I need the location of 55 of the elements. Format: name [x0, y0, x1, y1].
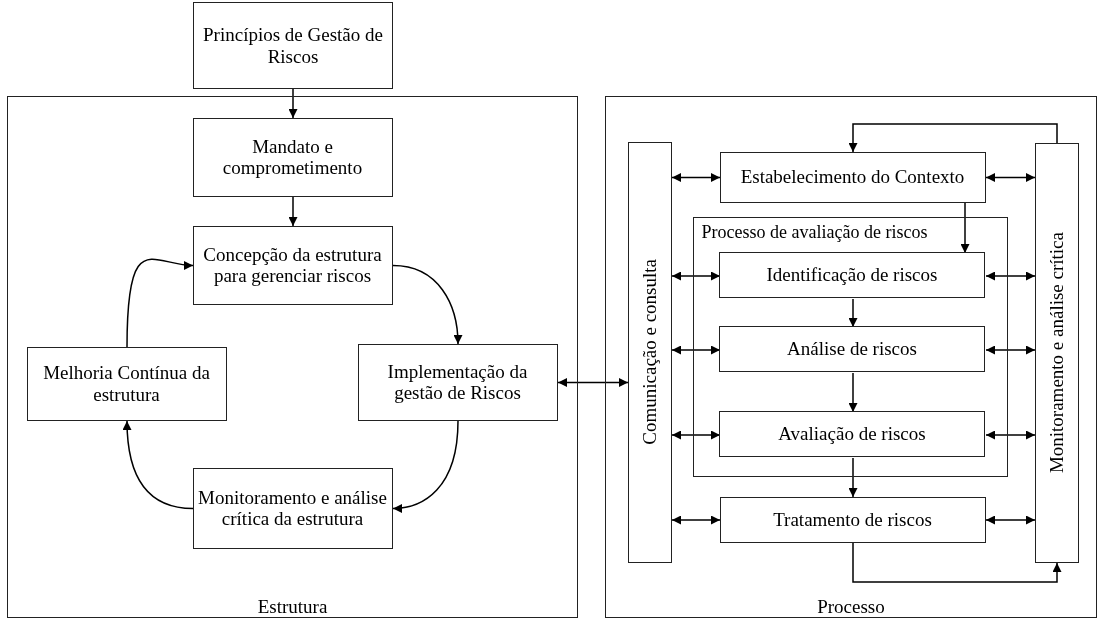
group-box: [692, 216, 1008, 477]
arrow: [985, 515, 1036, 525]
process-box: [26, 346, 227, 421]
process-box: [193, 2, 393, 89]
arrow: [985, 430, 1036, 440]
vertical-box: [627, 141, 672, 563]
group-frame: [7, 96, 578, 618]
vertical-box: [1034, 142, 1079, 563]
arrow: [288, 88, 298, 119]
arrow: [671, 173, 721, 182]
arrow: [671, 271, 721, 281]
box-label: Análise de riscos: [787, 338, 917, 360]
box-label: Monitoramento e análise crítica da estrutura: [198, 486, 387, 529]
box-label: Mandato e comprometimento: [222, 135, 363, 178]
arrow: [392, 420, 459, 513]
box-label: Melhoria Contínua da estrutura: [43, 362, 210, 405]
process-box: [719, 411, 985, 457]
arrow: [848, 298, 858, 328]
group-title: Estrutura: [257, 595, 328, 617]
box-label: Implementação da gestão de Riscos: [387, 360, 528, 403]
box-label: Monitoramento e análise crítica: [1045, 231, 1067, 474]
arrow: [848, 123, 1058, 153]
group-frame: [605, 96, 1097, 618]
process-box: [719, 496, 986, 543]
box-label: Comunicação e consulta: [638, 259, 660, 445]
group-title: Processo de avaliação de riscos: [701, 221, 928, 242]
box-label: Princípios de Gestão de Riscos: [203, 24, 383, 67]
arrow: [671, 345, 721, 355]
arrow: [985, 271, 1036, 281]
process-box: [719, 151, 986, 203]
arrow: [126, 258, 194, 348]
process-box: [192, 225, 393, 305]
arrow: [848, 372, 858, 413]
process-box: [719, 326, 985, 372]
arrow: [985, 173, 1036, 182]
arrow: [557, 378, 629, 387]
arrow: [671, 515, 721, 525]
arrow: [671, 430, 721, 440]
arrow: [985, 345, 1036, 355]
process-box: [192, 467, 393, 549]
box-label: Estabelecimento do Contexto: [740, 166, 965, 188]
process-box: [357, 343, 558, 421]
arrow: [122, 420, 194, 510]
box-label: Avaliação de riscos: [778, 423, 926, 445]
arrow: [848, 457, 858, 498]
process-box: [192, 117, 393, 197]
box-label: Concepção da estrutura para gerenciar riscos: [203, 243, 382, 286]
group-title: Processo: [817, 595, 885, 617]
box-label: Identificação de riscos: [766, 264, 938, 286]
process-box: [719, 252, 985, 298]
box-label: Tratamento de riscos: [773, 508, 932, 530]
arrow: [392, 264, 463, 345]
arrow: [852, 542, 1062, 583]
arrow: [960, 202, 970, 254]
arrow: [288, 196, 298, 227]
